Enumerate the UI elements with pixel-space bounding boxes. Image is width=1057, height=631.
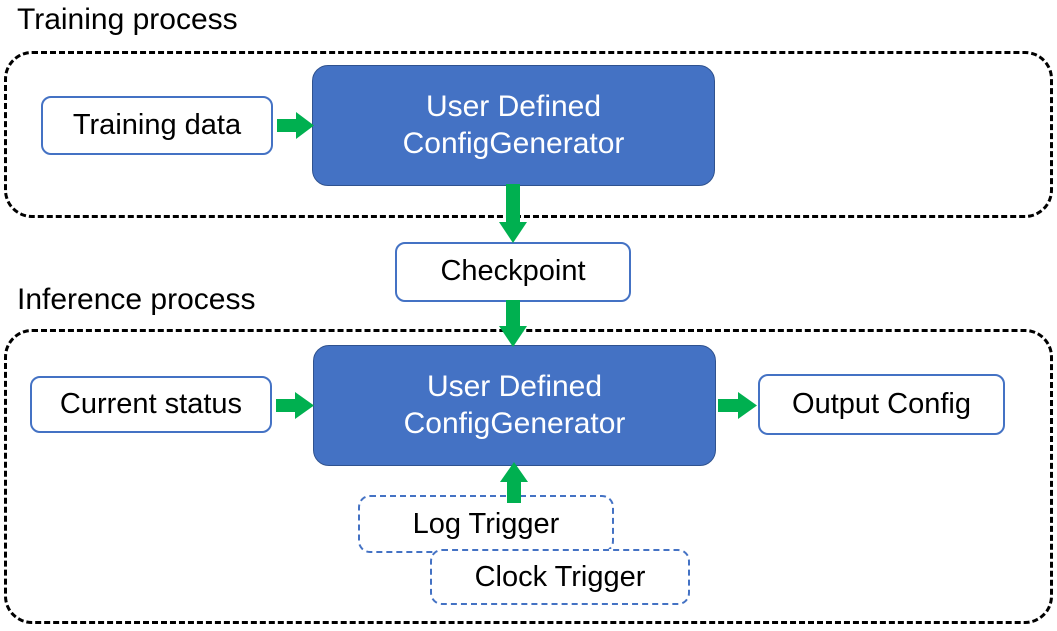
node-training-data[interactable]: Training data	[41, 96, 273, 155]
training-process-container	[4, 51, 1053, 218]
generator-training-line2: ConfigGenerator	[402, 126, 625, 160]
inference-process-container	[4, 329, 1053, 624]
node-current-status[interactable]: Current status	[30, 376, 272, 433]
node-log-trigger[interactable]: Log Trigger	[358, 495, 614, 553]
node-checkpoint[interactable]: Checkpoint	[395, 242, 631, 302]
node-user-defined-configgenerator-training[interactable]: User Defined ConfigGenerator	[312, 65, 715, 186]
generator-inference-line2: ConfigGenerator	[403, 406, 626, 440]
node-output-config[interactable]: Output Config	[758, 374, 1005, 435]
inference-process-title: Inference process	[17, 283, 256, 316]
node-clock-trigger[interactable]: Clock Trigger	[430, 549, 690, 605]
generator-inference-line1: User Defined	[426, 369, 603, 403]
training-process-title: Training process	[17, 3, 238, 36]
generator-training-line1: User Defined	[425, 89, 602, 123]
node-user-defined-configgenerator-inference[interactable]: User Defined ConfigGenerator	[313, 345, 716, 466]
